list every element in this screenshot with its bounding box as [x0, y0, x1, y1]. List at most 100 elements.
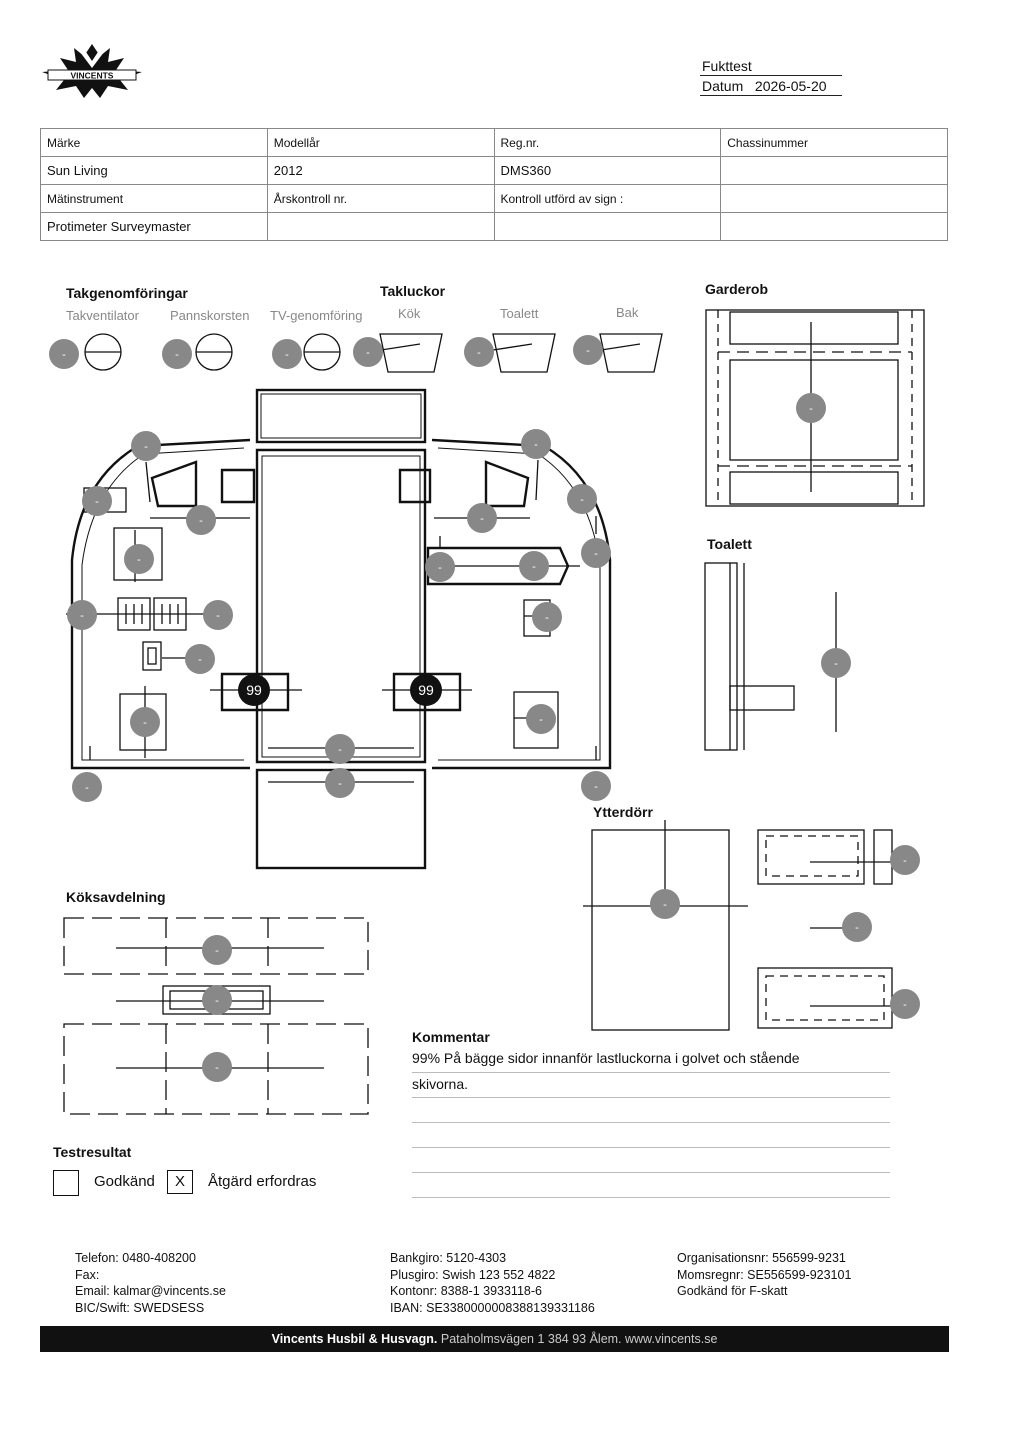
reading-value: -: [438, 562, 442, 574]
reading-value: -: [216, 610, 220, 622]
company-name: Vincents Husbil & Husvagn.: [271, 1332, 438, 1346]
section-title-testresultat: Testresultat: [53, 1144, 132, 1160]
reading-marker: [425, 552, 455, 582]
reading-marker: [162, 339, 192, 369]
footer-line: BIC/Swift: SWEDSESS: [75, 1300, 205, 1315]
reading-value: -: [855, 922, 859, 934]
reading-marker: [72, 772, 102, 802]
reading-marker: [124, 544, 154, 574]
reading-value: -: [809, 403, 813, 415]
reading-marker: [186, 505, 216, 535]
approved-label: Godkänd: [94, 1173, 155, 1190]
reading-value: -: [545, 612, 549, 624]
reading-marker: [650, 889, 680, 919]
document-header: Fukttest Datum 2026-05-20: [700, 56, 842, 96]
reading-value: -: [215, 1062, 219, 1074]
reading-marker: [82, 486, 112, 516]
section-title-takgenomforingar: Takgenomföringar: [66, 285, 188, 301]
reading-value-high: 99: [246, 682, 262, 698]
reading-value: -: [594, 548, 598, 560]
reading-marker: [131, 431, 161, 461]
section-title-ytterdorr: Ytterdörr: [593, 804, 653, 820]
footer-line: Telefon: 0480-408200: [75, 1251, 196, 1265]
footer-line: Godkänd för F-skatt: [677, 1284, 788, 1298]
reading-value-high: 99: [418, 682, 434, 698]
roof-item-label: Takventilator: [66, 308, 139, 323]
footer-line: Kontonr: 8388-1 3933118-6: [390, 1284, 542, 1298]
section-title-garderob: Garderob: [705, 281, 769, 297]
reading-marker: [49, 339, 79, 369]
footer-line: Momsregnr: SE556599-923101: [677, 1267, 852, 1282]
company-address: Pataholmsvägen 1 384 93 Ålem. www.vincen…: [440, 1332, 718, 1346]
reading-marker: [272, 339, 302, 369]
table-cell: Årskontroll nr.: [266, 184, 495, 213]
reading-marker: [519, 551, 549, 581]
reading-value: -: [80, 610, 84, 622]
footer-contact: Telefon: 0480-408200 Fax: Email: kalmar@…: [75, 1250, 226, 1316]
reading-value: -: [586, 345, 590, 357]
reading-marker: [202, 1052, 232, 1082]
reading-marker: [185, 644, 215, 674]
table-cell: [493, 212, 722, 241]
date-value: 2026-05-20: [754, 78, 827, 94]
footer-line: Bankgiro: 5120-4303: [390, 1251, 507, 1265]
footer-bank: Bankgiro: 5120-4303 Plusgiro: Swish 123 …: [390, 1250, 595, 1316]
reading-value: -: [532, 561, 536, 573]
table-cell: Sun Living: [40, 156, 268, 185]
reading-value: -: [85, 782, 89, 794]
comment-line-1: 99% På bägge sidor innanför lastluckorna…: [412, 1050, 800, 1066]
diagram-lines: [63, 309, 925, 1115]
approved-checkbox[interactable]: [53, 1170, 79, 1196]
reading-marker: [353, 337, 383, 367]
reading-value: -: [480, 513, 484, 525]
reading-value: -: [338, 744, 342, 756]
reading-marker: [581, 771, 611, 801]
reading-value: -: [175, 349, 179, 361]
action-required-label: Åtgärd erfordras: [208, 1173, 317, 1190]
action-required-checkbox[interactable]: X: [167, 1170, 193, 1194]
section-title-kommentar: Kommentar: [412, 1029, 490, 1045]
reading-marker: [890, 989, 920, 1019]
table-cell: [266, 212, 495, 241]
reading-value: -: [137, 554, 141, 566]
vincents-logo: VINCENTS: [42, 44, 142, 98]
comment-ruled-line: [412, 1172, 890, 1173]
footer-line: Organisationsnr: 556599-9231: [677, 1251, 846, 1265]
floor-plan-details: [66, 459, 597, 783]
reading-marker: [567, 484, 597, 514]
section-title-takluckor: Takluckor: [380, 283, 446, 299]
reading-value: -: [903, 999, 907, 1011]
reading-marker: [842, 912, 872, 942]
section-title-toalett: Toalett: [707, 536, 752, 552]
section-title-koksavdelning: Köksavdelning: [66, 889, 166, 905]
table-cell: Kontroll utförd av sign :: [493, 184, 722, 213]
reading-marker: [890, 845, 920, 875]
table-cell: Chassinummer: [720, 128, 948, 157]
roof-item-label: Bak: [616, 305, 639, 320]
date-row: Datum 2026-05-20: [700, 76, 842, 96]
company-footer-bar: Vincents Husbil & Husvagn. Pataholmsväge…: [40, 1326, 949, 1352]
reading-value: -: [198, 654, 202, 666]
comment-ruled-line: [412, 1097, 890, 1098]
reading-marker-high: [410, 674, 442, 706]
vehicle-info-table: Märke Modellår Reg.nr. Chassinummer Sun …: [40, 128, 948, 241]
reading-marker: [532, 602, 562, 632]
reading-marker: [464, 337, 494, 367]
footer-line: IBAN: SE3380000008388139331186: [390, 1300, 595, 1315]
reading-value: -: [62, 349, 66, 361]
reading-marker-high: [238, 674, 270, 706]
comment-ruled-line: [412, 1197, 890, 1198]
reading-value: -: [215, 995, 219, 1007]
reading-value: -: [834, 658, 838, 670]
table-cell: Protimeter Surveymaster: [40, 212, 268, 241]
reading-value: -: [215, 945, 219, 957]
table-row: Protimeter Surveymaster: [40, 212, 948, 241]
reading-marker: [581, 538, 611, 568]
reading-marker: [796, 393, 826, 423]
reading-value: -: [199, 515, 203, 527]
reading-marker: [325, 734, 355, 764]
footer-line: Fax:: [75, 1267, 100, 1282]
reading-value: -: [594, 781, 598, 793]
